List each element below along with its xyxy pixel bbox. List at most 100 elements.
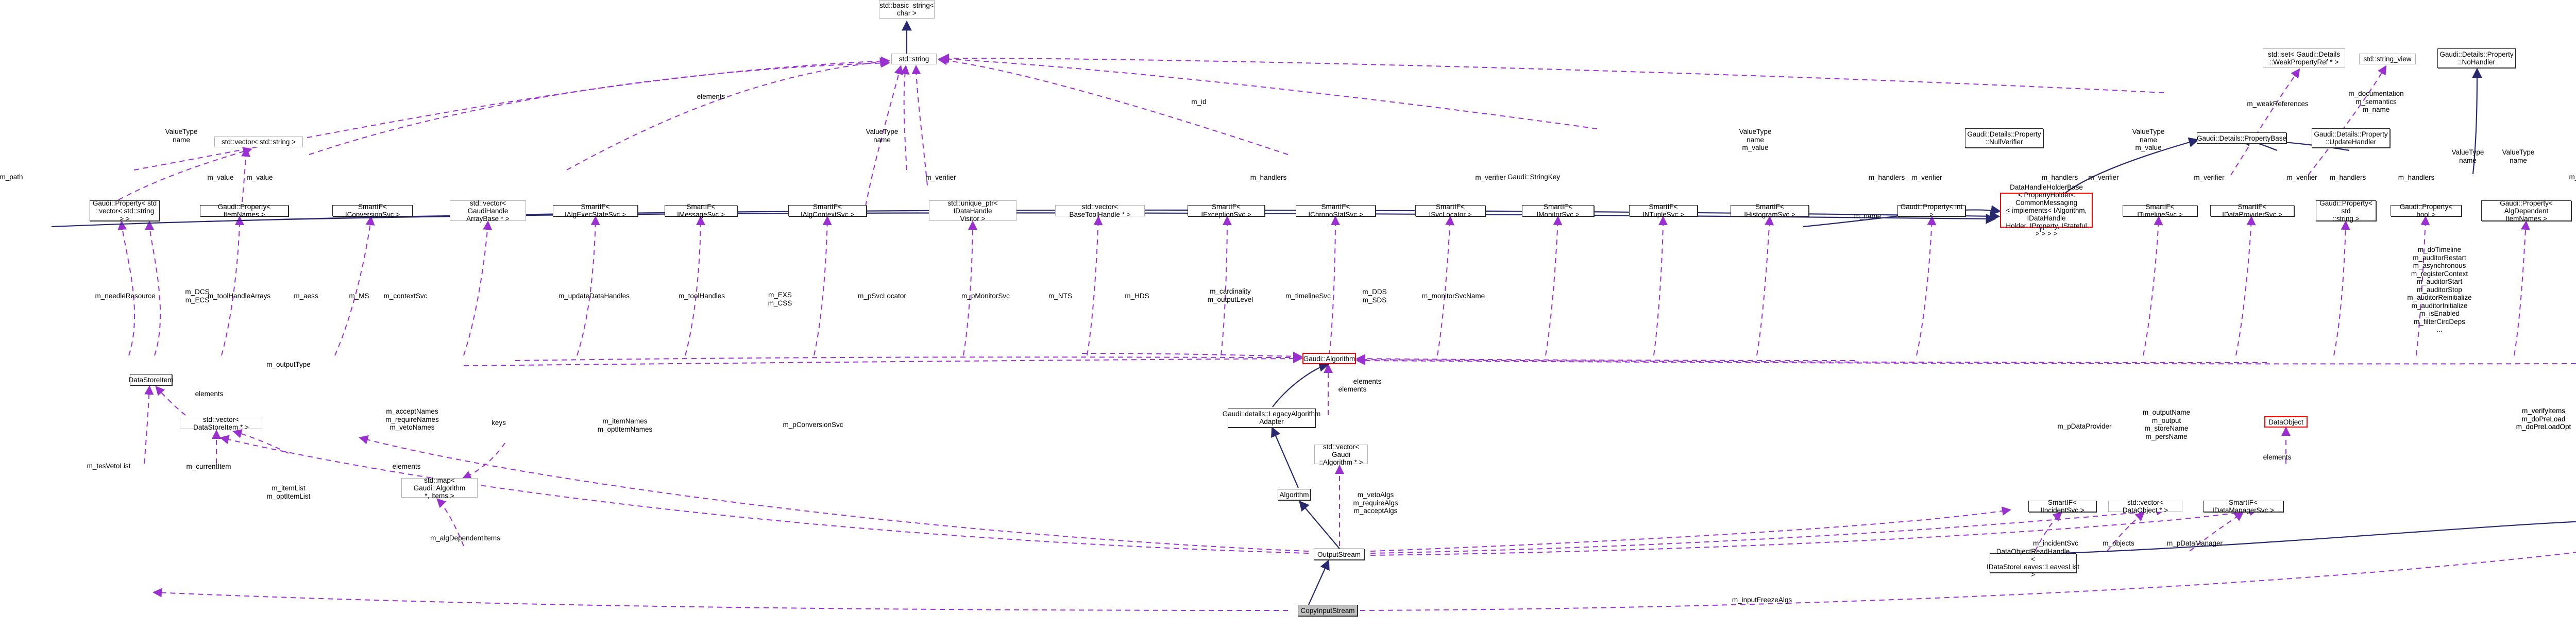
graph-node-prop_algdep[interactable]: Gaudi::Property< AlgDependent ItemNames … <box>2481 199 2571 223</box>
edge-label: m_monitorSvcName <box>1421 292 1485 300</box>
graph-node-smartif_exc[interactable]: SmartIF< IExceptionSvc > <box>1188 203 1265 218</box>
edge-label: m_value <box>246 174 273 181</box>
edge-label: m_id <box>1191 98 1207 106</box>
edge-label: m_verifier <box>925 174 956 181</box>
graph-node-outputstream[interactable]: OutputStream <box>1314 549 1364 560</box>
graph-node-legacy_adapter[interactable]: Gaudi::details::LegacyAlgorithm Adapter <box>1223 408 1320 428</box>
graph-node-smartif_svcloc[interactable]: SmartIF< ISvcLocator > <box>1415 203 1485 218</box>
graph-node-std_string[interactable]: std::string <box>891 54 937 64</box>
graph-node-vec_gaudihandle[interactable]: std::vector< GaudiHandle ArrayBase * > <box>450 199 526 223</box>
graph-node-algorithm[interactable]: Algorithm <box>1278 489 1311 500</box>
graph-node-copyinputstream[interactable]: CopyInputStream <box>1298 605 1358 616</box>
edge-label: elements <box>1353 378 1382 385</box>
graph-node-prop_string[interactable]: Gaudi::Property< std ::string > <box>2316 199 2376 223</box>
graph-node-smartif_histo[interactable]: SmartIF< IHistogramSvc > <box>1731 203 1809 218</box>
edge-label: m_vetoAlgs m_requireAlgs m_acceptAlgs <box>1353 491 1398 515</box>
edge-label: m_toolHandleArrays <box>207 292 271 300</box>
graph-node-smartif_iconvsvc[interactable]: SmartIF< IConversionSvc > <box>332 203 413 218</box>
edge-label: m_verifier <box>1475 174 1506 181</box>
graph-node-string_view[interactable]: std::string_view <box>2359 54 2416 64</box>
graph-node-prop_nullverifier[interactable]: Gaudi::Details::Property ::NullVerifier <box>1965 128 2043 148</box>
edge-label: m_HDS <box>1125 292 1149 300</box>
graph-node-prop_vec_string[interactable]: Gaudi::Property< std ::vector< std::stri… <box>90 199 160 223</box>
graph-node-smartif_imsg[interactable]: SmartIF< IMessageSvc > <box>665 203 737 218</box>
graph-node-vec_dataobject[interactable]: std::vector< DataObject * > <box>2108 499 2182 514</box>
edge-label: m_toolHandles <box>678 292 725 300</box>
graph-node-datahandleholder[interactable]: DataHandleHolderBase < PropertyHolder< C… <box>2000 183 2093 237</box>
edge-label: m_algDependentItems <box>430 534 500 542</box>
graph-node-prop_bool[interactable]: Gaudi::Property< bool > <box>2391 203 2462 218</box>
graph-node-prop_int[interactable]: Gaudi::Property< int > <box>1897 203 1965 218</box>
edge-label: ValueType name <box>2451 148 2484 164</box>
graph-node-smartif_algctx[interactable]: SmartIF< IAlgContextSvc > <box>788 203 867 218</box>
edge-label: m_verifyItems m_doPreLoad m_doPreLoadOpt <box>2516 407 2571 431</box>
graph-node-set_weakprop[interactable]: std::set< Gaudi::Details ::WeakPropertyR… <box>2263 48 2345 68</box>
graph-node-smartif_algexec[interactable]: SmartIF< IAlgExecStateSvc > <box>553 203 638 218</box>
graph-node-smartif_timeline[interactable]: SmartIF< ITimelineSvc > <box>2123 203 2197 218</box>
graph-node-propertybase[interactable]: Gaudi::Details::PropertyBase <box>2197 132 2286 144</box>
edge-label: m_handlers <box>2041 174 2078 181</box>
edge-label: ValueType name m_value <box>1739 128 1772 151</box>
edge-label: m_name <box>1854 212 1882 220</box>
edge-label: m_itemList m_optItemList <box>266 484 311 500</box>
edge-label: m_outputType <box>266 361 311 368</box>
graph-node-dataobj_readhandle[interactable]: DataObjectReadHandle < IDataStoreLeaves:… <box>1986 548 2080 578</box>
edge-label: m_verifier <box>2088 174 2119 181</box>
edge-label: m_pSvcLocator <box>858 292 906 300</box>
graph-node-smartif_incident[interactable]: SmartIF< IIncidentSvc > <box>2028 499 2096 514</box>
edge-label: m_updateDataHandles <box>558 292 630 300</box>
edge-label: m_DCS m_ECS <box>185 288 210 304</box>
edge-label: elements <box>392 463 421 470</box>
graph-node-basic_string[interactable]: std::basic_string< char > <box>879 0 935 19</box>
graph-node-uptr_datahandlevis[interactable]: std::unique_ptr< IDataHandle Visitor > <box>929 199 1016 223</box>
graph-node-dataobject[interactable]: DataObject <box>2264 416 2308 428</box>
edge-label: elements <box>1338 385 1367 393</box>
graph-node-prop_updatehandler[interactable]: Gaudi::Details::Property ::UpdateHandler <box>2312 128 2390 148</box>
edge-label: m_value <box>2569 173 2576 181</box>
edge-label: m_DDS m_SDS <box>1362 288 1387 304</box>
graph-node-smartif_ntuple[interactable]: SmartIF< INTupleSvc > <box>1629 203 1698 218</box>
edge-label: m_weakReferences <box>2247 100 2309 108</box>
edge-label: m_NTS <box>1048 292 1072 300</box>
edge-label: elements <box>195 390 224 398</box>
edge-label: Gaudi::StringKey <box>1507 173 1561 181</box>
edge-label: elements <box>697 93 725 100</box>
edge-label: m_documentation m_semantics m_name <box>2348 90 2404 113</box>
edge-label: m_EXS m_CSS <box>768 291 792 307</box>
edge-label: m_outputName m_output m_storeName m_pers… <box>2142 408 2191 440</box>
edge-label: m_handlers <box>2398 174 2435 181</box>
edge-label: m_inputFreezeAlgs <box>1732 596 1792 604</box>
edge-label: m_pConversionSvc <box>783 421 843 429</box>
graph-node-smartif_chrono[interactable]: SmartIF< IChronoStatSvc > <box>1296 203 1376 218</box>
edge-label: m_verifier <box>2286 174 2317 181</box>
graph-node-gaudi_algorithm[interactable]: Gaudi::Algorithm <box>1302 353 1356 364</box>
graph-node-vec_basetool[interactable]: std::vector< BaseToolHandle * > <box>1055 203 1145 218</box>
graph-node-smartif_monitor[interactable]: SmartIF< IMonitorSvc > <box>1522 203 1594 218</box>
graph-node-datastoreitem[interactable]: DataStoreItem <box>128 374 174 385</box>
edge-label: m_acceptNames m_requireNames m_vetoNames <box>385 407 439 431</box>
edge-label: ValueType name <box>165 128 198 144</box>
graph-node-smartif_dmgr[interactable]: SmartIF< IDataManagerSvc > <box>2203 499 2283 514</box>
graph-node-vec_gaudi_alg[interactable]: std::vector< Gaudi ::Algorithm * > <box>1314 443 1368 466</box>
edge-label: m_value <box>207 174 234 181</box>
edge-label: m_MS <box>349 292 369 300</box>
graph-node-prop_nohandler[interactable]: Gaudi::Details::Property ::NoHandler <box>2437 48 2516 68</box>
edge-label: ValueType name <box>866 128 899 144</box>
graph-node-vec_datastoreitem[interactable]: std::vector< DataStoreItem * > <box>180 416 262 431</box>
edge-label: m_verifier <box>1911 174 1942 181</box>
edge-label: m_contextSvc <box>383 292 428 300</box>
graph-node-map_alg_items[interactable]: std::map< Gaudi::Algorithm *, Items > <box>401 476 478 500</box>
edge-label: elements <box>2263 453 2292 461</box>
edge-label: m_objects <box>2103 539 2134 547</box>
edge-label: keys <box>492 419 506 427</box>
edge-label: m_currentItem <box>186 463 231 470</box>
edge-label: m_itemNames m_optItemNames <box>597 417 653 433</box>
graph-node-vec_string[interactable]: std::vector< std::string > <box>214 137 303 147</box>
edge-label: ValueType name m_value <box>2132 128 2165 151</box>
graph-node-prop_itemnames[interactable]: Gaudi::Property< ItemNames > <box>200 203 289 218</box>
edge-label: m_handlers <box>1868 174 1905 181</box>
edge-label: m_verifier <box>2194 174 2225 181</box>
graph-node-smartif_datasvc[interactable]: SmartIF< IDataProviderSvc > <box>2210 203 2294 218</box>
